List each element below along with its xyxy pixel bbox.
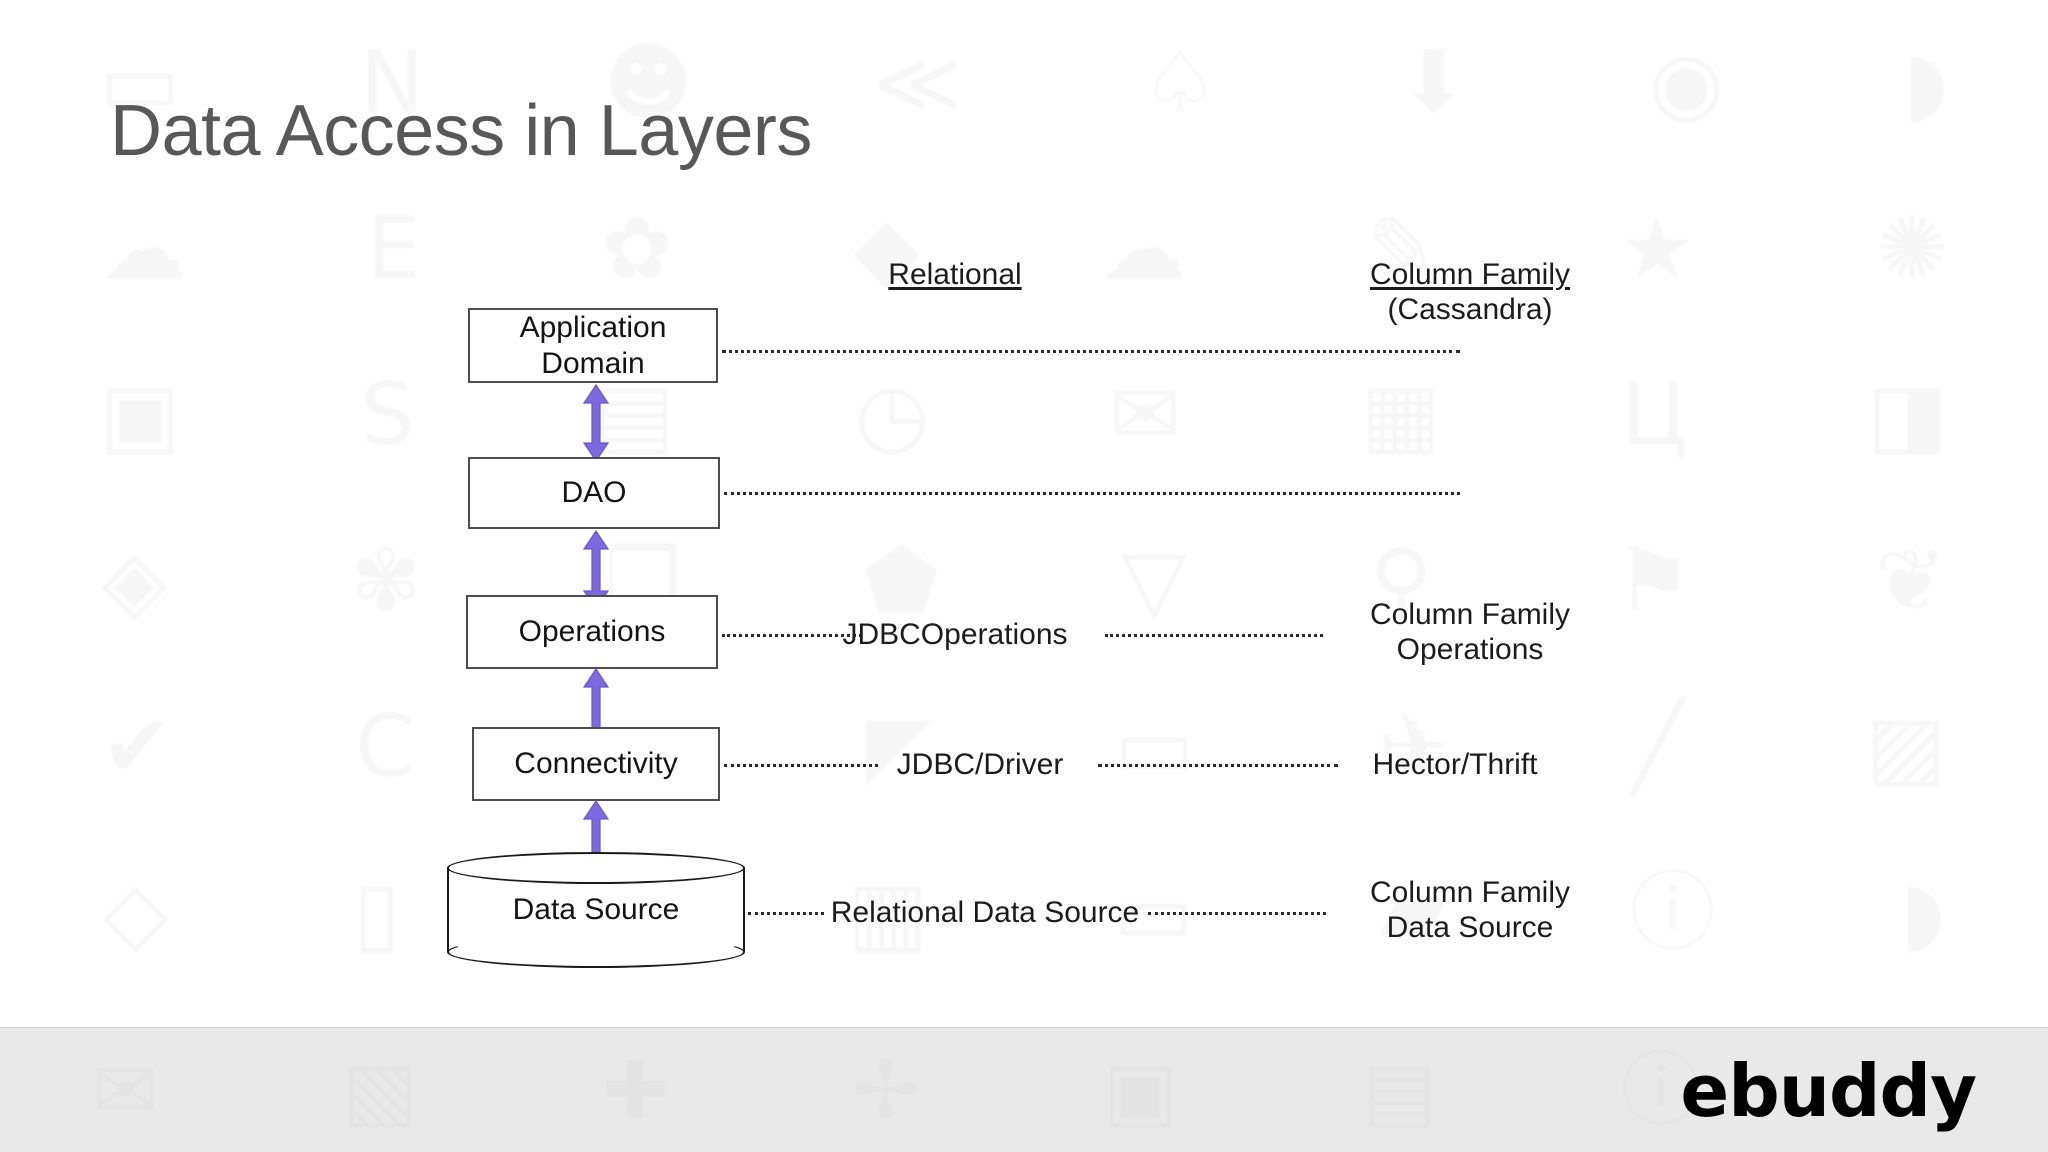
connector-application-domain (722, 350, 1460, 353)
connector-connectivity-left (724, 764, 878, 767)
label-operations-column-family: Column Family Operations (1369, 598, 1571, 666)
node-operations-label: Operations (518, 615, 666, 648)
slide-footer: ✉ ▧ ✚ ✢ ▣ ▤ ⓘ ☜ ebuddy (0, 1027, 2048, 1152)
node-connectivity-label: Connectivity (514, 747, 678, 780)
cylinder-top-ellipse (447, 852, 745, 884)
node-application-domain[interactable]: Application Domain (468, 308, 718, 383)
envelope-icon: ✉ (91, 1043, 159, 1137)
node-data-source-label: Data Source (512, 893, 680, 926)
node-connectivity[interactable]: Connectivity (472, 727, 720, 801)
layered-architecture-diagram: Relational Column Family (Cassandra) App… (447, 258, 1640, 968)
column-header-relational-label: Relational (888, 258, 1022, 291)
map-icon: ▧ (342, 1043, 418, 1137)
cylinder-bottom-ellipse (447, 936, 745, 968)
column-header-relational: Relational (830, 258, 1080, 293)
label-data-source-relational: Relational Data Source (830, 896, 1140, 929)
label-operations-relational: JDBCOperations (842, 618, 1068, 651)
connector-connectivity-right (1098, 764, 1338, 767)
node-dao[interactable]: DAO (468, 457, 720, 529)
connector-operations-left (722, 634, 862, 637)
node-operations[interactable]: Operations (466, 595, 718, 669)
label-connectivity-column-family: Hector/Thrift (1372, 748, 1538, 781)
column-header-column-family-label: Column Family (1369, 258, 1571, 291)
camera-icon: ▣ (1102, 1043, 1179, 1137)
connector-data-source-left (748, 912, 824, 915)
arrow-application-domain-dao (582, 383, 610, 463)
puzzle-icon: ✢ (852, 1043, 920, 1137)
plus-icon: ✚ (601, 1043, 669, 1137)
page-title: Data Access in Layers (110, 91, 812, 171)
connector-operations-right (1105, 634, 1323, 637)
connector-data-source-right (1148, 912, 1326, 915)
ebuddy-logo: ebuddy (1680, 1048, 1977, 1133)
node-data-source[interactable]: Data Source (447, 852, 745, 968)
label-data-source-column-family: Column Family Data Source (1369, 876, 1571, 944)
save-icon: ▤ (1361, 1043, 1438, 1137)
node-application-domain-label: Application Domain (519, 310, 667, 380)
column-header-column-family-sublabel: (Cassandra) (1387, 292, 1553, 326)
column-header-column-family: Column Family (Cassandra) (1300, 258, 1640, 328)
node-dao-label: DAO (561, 476, 627, 509)
connector-dao (724, 492, 1460, 495)
label-connectivity-relational: JDBC/Driver (896, 748, 1064, 781)
